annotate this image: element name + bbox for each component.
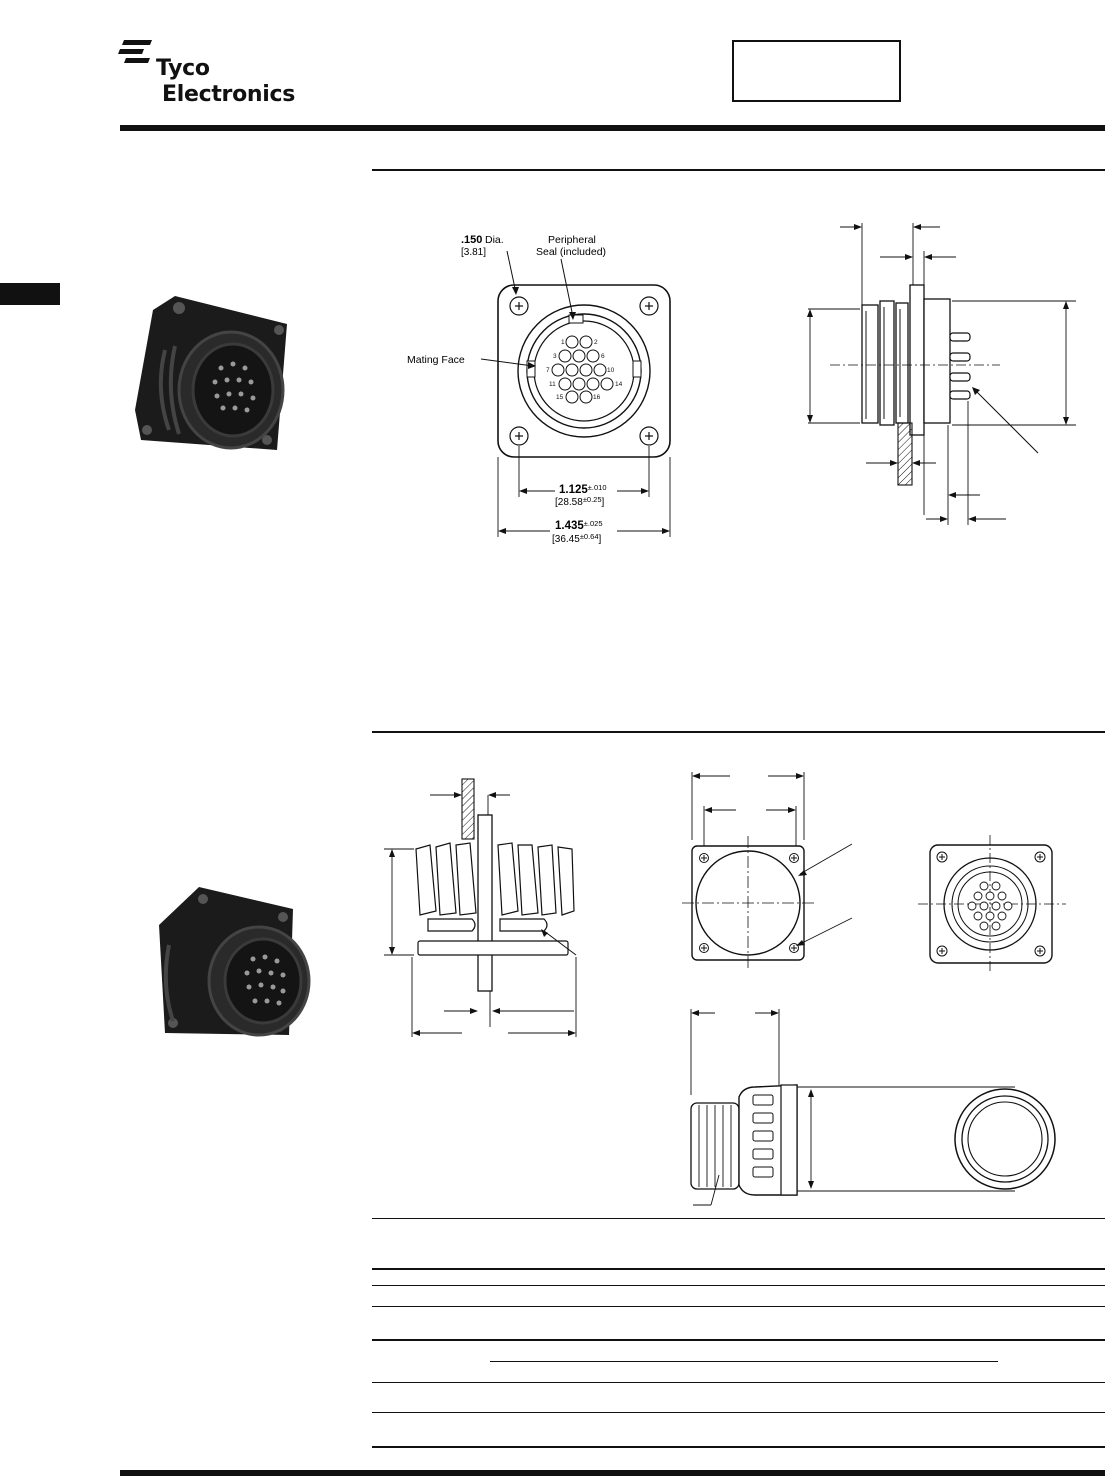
front-view-drawing: 1 2 3 6 7 10 11 14 15 16 .150 Dia. [3.81… xyxy=(407,234,671,545)
table-subrule xyxy=(490,1361,998,1362)
svg-text:Dia.: Dia. xyxy=(485,234,504,246)
table-rule-1 xyxy=(372,1218,1105,1219)
dim-outer-tol: ±.025 xyxy=(584,519,603,528)
svg-text:[28.58±0.25]: [28.58±0.25] xyxy=(555,495,605,508)
dim-inner-value: 1.125 xyxy=(559,484,588,496)
dim-inner-metric: [28.58 xyxy=(555,497,583,508)
section-rule-middle xyxy=(372,731,1105,733)
header-rule xyxy=(120,125,1105,131)
seal-label-line2: Seal (included) xyxy=(536,246,606,258)
receptacle-photo-1 xyxy=(135,296,287,450)
seal-label-line1: Peripheral xyxy=(548,234,596,246)
tyco-logo-mark-icon xyxy=(118,40,152,63)
contact-number: 2 xyxy=(594,339,598,346)
contact-number: 11 xyxy=(549,381,556,388)
contact-number: 10 xyxy=(607,367,615,374)
front-view-small-drawing xyxy=(918,835,1066,973)
mounting-hole-icon xyxy=(699,853,799,953)
svg-text:1.435±.025: 1.435±.025 xyxy=(555,519,603,532)
svg-text:.150: .150 xyxy=(461,234,482,246)
dim-outer-metric-tol: ±0.64 xyxy=(580,532,599,541)
contact-number: 15 xyxy=(556,394,564,401)
table-rule-6 xyxy=(372,1382,1105,1383)
svg-text:[3.81]: [3.81] xyxy=(461,247,486,258)
side-tab xyxy=(0,283,60,305)
contact-number: 7 xyxy=(546,367,550,374)
receptacle-photo-2 xyxy=(159,887,311,1037)
dim-inner-metric-tol: ±0.25 xyxy=(583,495,602,504)
hole-dia-unit: Dia. xyxy=(485,234,504,246)
footer-rule xyxy=(120,1470,1105,1476)
table-rule-5 xyxy=(372,1339,1105,1341)
contact-number: 14 xyxy=(615,381,623,388)
mounting-hole-icon xyxy=(509,296,659,446)
dim-outer-metric: [36.45 xyxy=(552,534,580,545)
dim-inner-close: ] xyxy=(602,497,605,508)
contact-number: 16 xyxy=(593,394,601,401)
dim-outer-close: ] xyxy=(599,534,602,545)
table-rule-8 xyxy=(372,1446,1105,1448)
table-rule-2 xyxy=(372,1268,1105,1270)
svg-text:[36.45±0.64]: [36.45±0.64] xyxy=(552,532,602,545)
plug-side-view-drawing xyxy=(690,1009,1056,1206)
brand-name-line1: Tyco xyxy=(156,56,210,81)
contact-number: 1 xyxy=(561,339,565,346)
hole-dia-metric: [3.81] xyxy=(461,247,486,258)
side-view-drawing xyxy=(807,223,1076,525)
svg-text:1.125±.010: 1.125±.010 xyxy=(559,483,607,496)
threaded-section-drawing xyxy=(384,778,577,1037)
dim-inner-tol: ±.010 xyxy=(588,483,607,492)
contact-number: 6 xyxy=(601,353,605,360)
contact-number: 3 xyxy=(553,353,557,360)
dim-outer-value: 1.435 xyxy=(555,520,584,532)
mating-face-label: Mating Face xyxy=(407,354,465,366)
header-blank-box xyxy=(732,40,901,102)
hole-dia-value: .150 xyxy=(461,234,482,246)
table-rule-3 xyxy=(372,1285,1105,1286)
table-rule-7 xyxy=(372,1412,1105,1413)
panel-cutout-drawing xyxy=(682,772,853,968)
brand-logo: Tyco Electronics xyxy=(118,38,318,110)
section-rule-top xyxy=(372,169,1105,171)
brand-name-line2: Electronics xyxy=(162,82,296,107)
table-rule-4 xyxy=(372,1306,1105,1307)
